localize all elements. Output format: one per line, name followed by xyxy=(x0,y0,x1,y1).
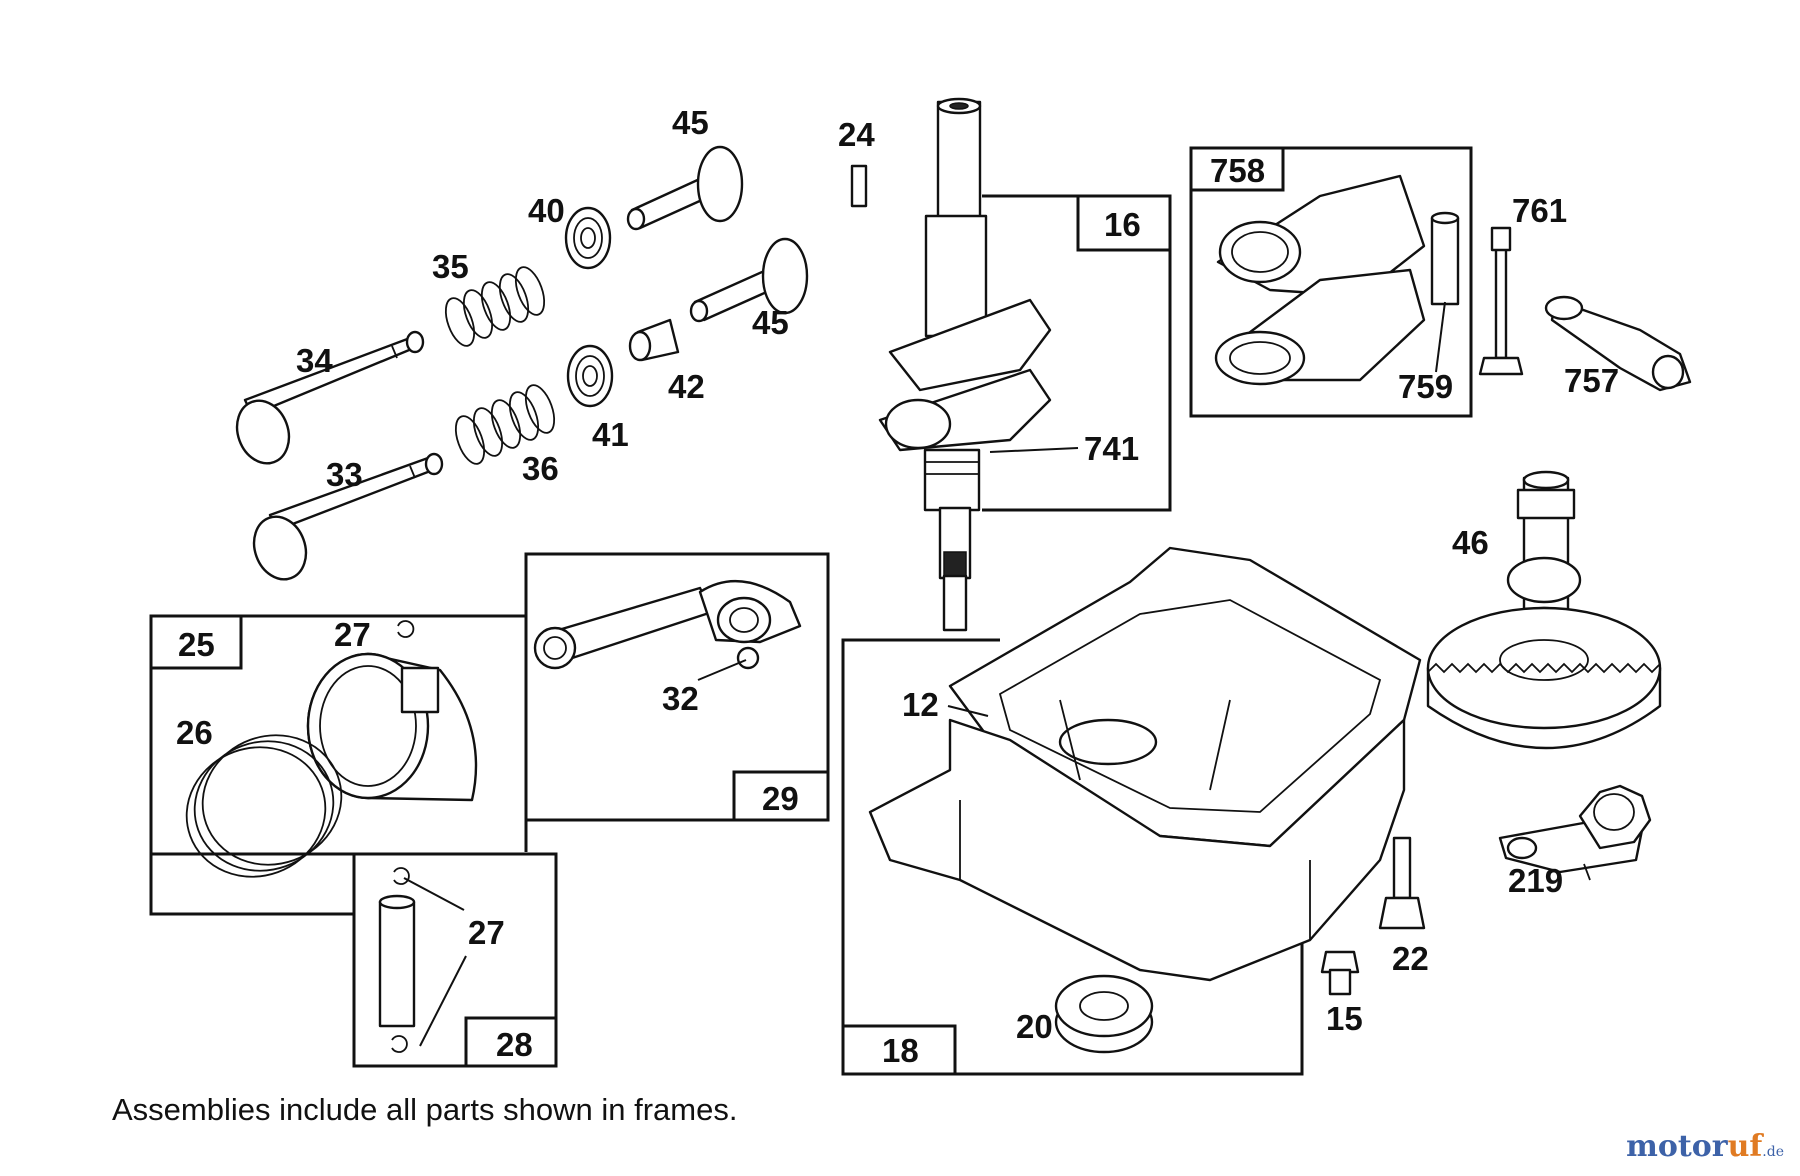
piston-frame xyxy=(149,614,528,916)
pin-frame xyxy=(352,852,558,1068)
watermark-accent: uf xyxy=(1727,1129,1763,1164)
label-12: 12 xyxy=(902,686,939,723)
link-757 xyxy=(1544,295,1692,392)
label-759: 759 xyxy=(1398,368,1453,405)
retainer-40 xyxy=(564,206,612,270)
label-16: 16 xyxy=(1104,206,1141,243)
retainer-41 xyxy=(566,344,614,408)
assemblies-footnote: Assemblies include all parts shown in fr… xyxy=(112,1092,738,1127)
label-36: 36 xyxy=(522,450,559,487)
plug-15 xyxy=(1320,950,1360,996)
label-761: 761 xyxy=(1512,192,1567,229)
leader-32 xyxy=(697,659,747,681)
leader-12 xyxy=(947,705,989,717)
label-25: 25 xyxy=(178,626,215,663)
watermark-logo: motoruf.de xyxy=(1626,1129,1784,1164)
key-24 xyxy=(850,164,868,208)
tappet-45-lower xyxy=(689,237,809,323)
label-26: 26 xyxy=(176,714,213,751)
leader-741 xyxy=(989,447,1079,453)
bracket-758 xyxy=(1214,174,1426,386)
label-45-lower: 45 xyxy=(752,304,789,341)
connecting-rod-32 xyxy=(533,579,802,670)
label-40: 40 xyxy=(528,192,565,229)
crankcase-body xyxy=(868,699,1406,982)
clip-27-upper xyxy=(397,620,415,638)
label-20: 20 xyxy=(1016,1008,1053,1045)
label-27-upper: 27 xyxy=(334,616,371,653)
bolt-22 xyxy=(1378,836,1426,930)
camshaft-46 xyxy=(1426,470,1662,750)
label-27-lower: 27 xyxy=(468,914,505,951)
spring-35 xyxy=(444,266,546,347)
oil-seal-20 xyxy=(1054,974,1154,1054)
label-22: 22 xyxy=(1392,940,1429,977)
label-758: 758 xyxy=(1210,152,1265,189)
label-46: 46 xyxy=(1452,524,1489,561)
piston-pin-28 xyxy=(378,867,416,1053)
leader-27-b xyxy=(419,955,467,1047)
label-28: 28 xyxy=(496,1026,533,1063)
valve-34 xyxy=(235,330,425,465)
label-18: 18 xyxy=(882,1032,919,1069)
crankcase-frame xyxy=(841,638,1304,1076)
label-41: 41 xyxy=(592,416,629,453)
label-29: 29 xyxy=(762,780,799,817)
bolt-761 xyxy=(1478,226,1524,376)
label-33: 33 xyxy=(326,456,363,493)
label-42: 42 xyxy=(668,368,705,405)
label-219: 219 xyxy=(1508,862,1563,899)
label-741: 741 xyxy=(1084,430,1139,467)
label-24: 24 xyxy=(838,116,875,153)
label-35: 35 xyxy=(432,248,469,285)
label-45-upper: 45 xyxy=(672,104,709,141)
label-757: 757 xyxy=(1564,362,1619,399)
watermark-suffix: .de xyxy=(1762,1144,1784,1160)
piston-26 xyxy=(306,652,478,802)
crankshaft-741 xyxy=(878,97,1052,632)
governor-219 xyxy=(1498,784,1652,881)
leader-27-a xyxy=(403,877,465,911)
valve-33 xyxy=(252,452,444,581)
label-15: 15 xyxy=(1326,1000,1363,1037)
bracket-frame xyxy=(1189,146,1473,418)
spring-36 xyxy=(454,384,556,465)
watermark-brand: motor xyxy=(1626,1129,1728,1164)
label-34: 34 xyxy=(296,342,333,379)
keeper-42 xyxy=(628,318,680,362)
bushing-759 xyxy=(1430,211,1460,306)
leader-759 xyxy=(1435,301,1446,373)
label-32: 32 xyxy=(662,680,699,717)
crankshaft-frame xyxy=(982,194,1172,512)
tappet-45-upper xyxy=(626,145,744,231)
rings-26 xyxy=(185,734,343,878)
